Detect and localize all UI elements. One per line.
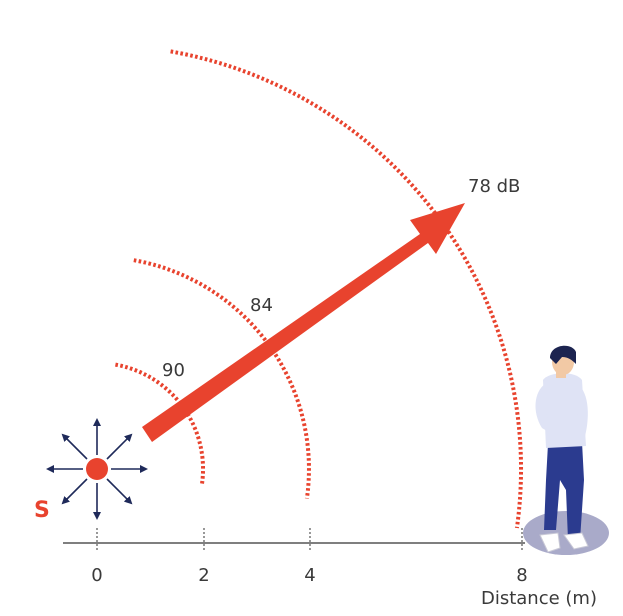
propagation-arrow-icon (142, 203, 465, 442)
source-label: S (34, 498, 50, 523)
level-label-78: 78 dB (468, 176, 520, 197)
tick-label-0: 0 (91, 565, 102, 586)
radiating-arrows (46, 418, 148, 520)
tick-label-4: 4 (304, 565, 315, 586)
sound-source-icon: S (34, 418, 148, 523)
level-label-90: 90 (162, 360, 185, 381)
source-dot (86, 458, 108, 480)
distance-axis: 0 2 4 8 Distance (m) (63, 528, 597, 609)
arrow-up-right (106, 433, 133, 460)
arrow-up-left (61, 433, 88, 460)
wavefront-arc-4m (133, 258, 311, 499)
axis-title: Distance (m) (481, 588, 597, 609)
arrow-down-right (106, 478, 133, 505)
level-label-84: 84 (250, 295, 273, 316)
tick-label-8: 8 (516, 565, 527, 586)
arrow-down-left (61, 478, 88, 505)
person-icon (523, 345, 609, 555)
wavefront-arcs (115, 49, 523, 529)
tick-label-2: 2 (198, 565, 209, 586)
